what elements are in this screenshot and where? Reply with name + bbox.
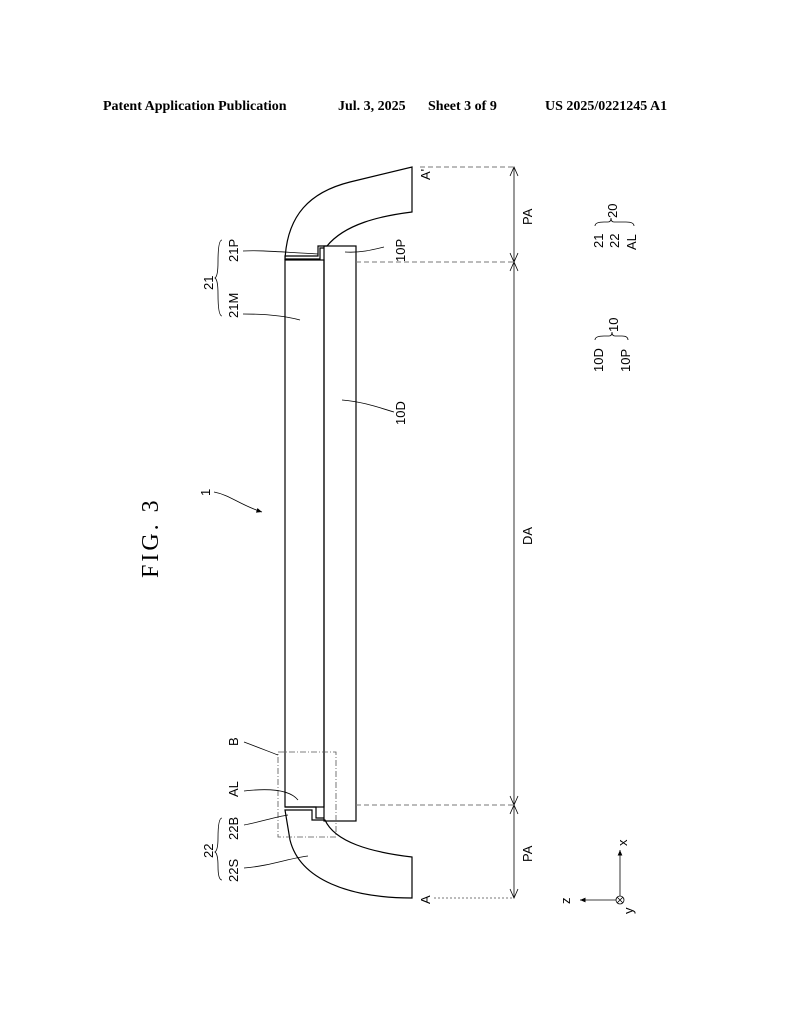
adhesive-layer-bottom [285,806,324,819]
legend-10: 10 [606,318,621,332]
device-leader-arrow [213,491,263,513]
label-10p: 10P [393,239,408,262]
publication-date: Jul. 3, 2025 [338,99,406,114]
leader-10p [344,246,385,253]
label-a: A [418,895,433,904]
top-bent-portion [284,166,413,261]
axis-z-label: z [558,898,573,905]
brace-10 [594,331,629,341]
layer-21m [284,259,325,808]
brace-20 [594,217,635,227]
label-21: 21 [201,276,216,290]
region-b-box [277,751,337,838]
label-b: B [226,737,241,746]
dim-pa-bottom: PA [520,845,535,862]
figure-title: FIG. 3 [138,497,164,578]
dimension-arrowheads [509,166,519,899]
y-axis-cross [616,896,624,904]
leader-21m [242,313,301,321]
leader-22b [243,814,289,826]
dim-pa-top: PA [520,208,535,225]
legend-22: 22 [607,234,622,248]
label-10d: 10D [393,401,408,425]
leader-10d [341,399,395,413]
legend-20: 20 [605,204,620,218]
brace-21 [214,239,223,317]
label-a-prime: A' [418,169,433,180]
brace-22 [214,817,223,881]
leader-b [243,741,279,756]
label-device: 1 [198,489,213,496]
label-al: AL [226,781,241,797]
label-22s: 22S [226,859,241,882]
label-22b: 22B [226,817,241,840]
legend-21: 21 [591,234,606,248]
leader-21p [242,250,319,255]
leader-al [243,789,299,801]
publication-label: Patent Application Publication [103,99,287,114]
axis-y-label: y [621,907,636,914]
axis-x-label: x [615,839,630,846]
patent-number: US 2025/0221245 A1 [545,99,667,114]
layer-10d [323,245,357,822]
sheet-number: Sheet 3 of 9 [428,99,497,114]
label-21p: 21P [226,239,241,262]
dim-da: DA [520,527,535,545]
adhesive-layer-top [285,247,324,260]
label-21m: 21M [226,293,241,318]
leader-22s [243,855,309,869]
legend-al: AL [624,234,639,250]
bottom-bent-portion [284,809,413,899]
legend-10p: 10P [618,349,633,372]
label-22: 22 [201,844,216,858]
legend-10d: 10D [591,348,606,372]
